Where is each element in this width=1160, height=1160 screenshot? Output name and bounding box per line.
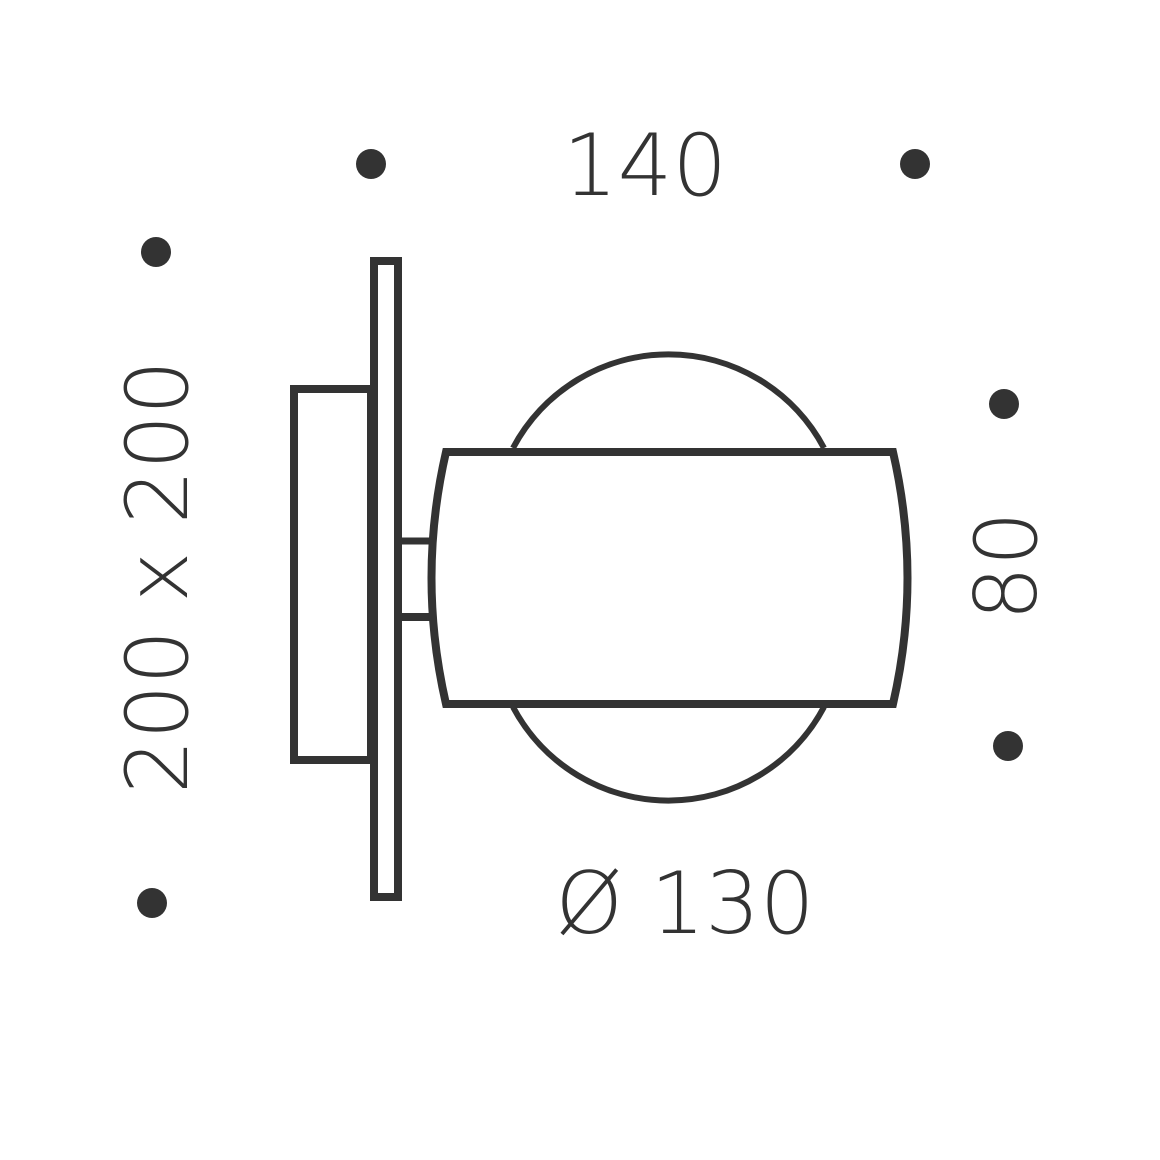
dim-dot-left-top xyxy=(141,237,171,267)
dim-dot-right-top xyxy=(989,389,1019,419)
plate-dimension-label: 200 x 200 xyxy=(108,360,208,794)
lamp-diameter-arc-bottom xyxy=(510,705,827,804)
dim-dot-left-bottom xyxy=(137,888,167,918)
lamp-diameter-arc-top xyxy=(510,351,827,450)
lamp-head xyxy=(427,448,912,708)
dim-dot-top-left xyxy=(356,149,386,179)
width-dimension-label: 140 xyxy=(563,116,727,216)
dim-dot-right-bottom xyxy=(993,731,1023,761)
back-box xyxy=(290,385,375,764)
diameter-dimension-label: Ø 130 xyxy=(555,854,814,954)
dim-dot-top-right xyxy=(900,149,930,179)
wall-plate xyxy=(370,257,402,901)
height-dimension-label: 80 xyxy=(957,511,1057,620)
